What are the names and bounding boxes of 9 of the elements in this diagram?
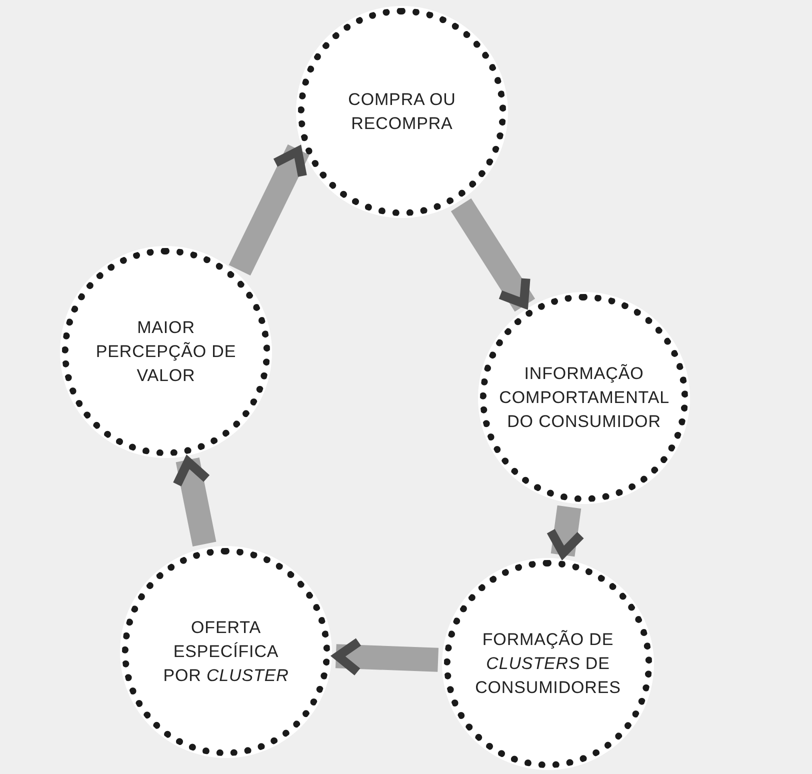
step-label: FORMAÇÃO DE CLUSTERS DE CONSUMIDORES <box>475 629 621 699</box>
block-arrow <box>228 144 310 276</box>
step-label: COMPRA OU RECOMPRA <box>347 89 457 135</box>
block-arrow <box>172 457 216 546</box>
step-label: INFORMAÇÃO COMPORTAMENTAL DO CONSUMIDOR <box>499 363 669 433</box>
step-label: OFERTA ESPECÍFICA POR CLUSTER <box>162 617 290 687</box>
block-arrow <box>333 637 439 676</box>
step-label: MAIOR PERCEPÇÃO DE VALOR <box>94 317 238 387</box>
block-arrow <box>546 505 586 558</box>
